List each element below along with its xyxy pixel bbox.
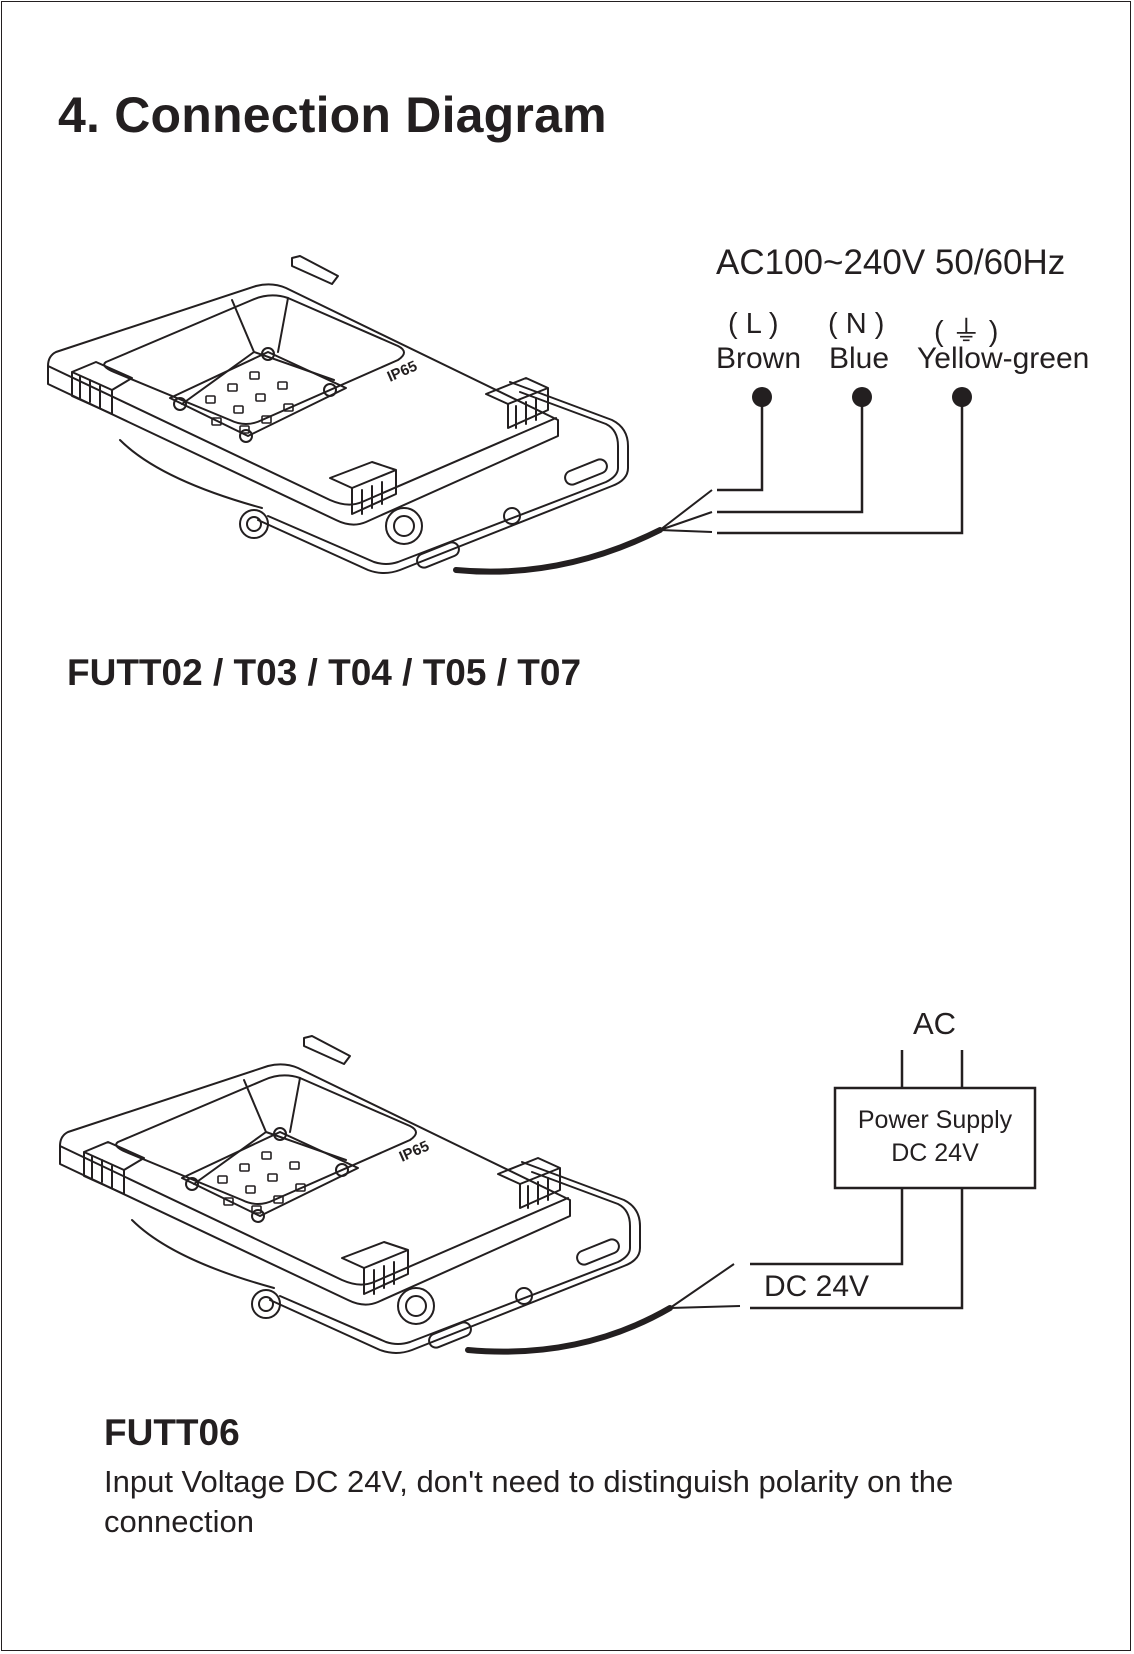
wire-color-blue: Blue: [829, 342, 890, 375]
terminal-n: [852, 387, 872, 407]
terminal-l: [752, 387, 772, 407]
wire-color-yellow-green: Yellow-green: [917, 342, 1090, 375]
terminal-earth: [952, 387, 972, 407]
psu-line-2: DC 24V: [891, 1139, 979, 1167]
page-title: 4. Connection Diagram: [58, 87, 607, 143]
dc-output-label: DC 24V: [764, 1270, 870, 1303]
floodlight-drawing-2: IP65: [59, 1035, 741, 1355]
wire-code-l: ( L ): [728, 308, 779, 340]
wire-code-earth: ( ⏚ ): [934, 316, 999, 348]
model-label-2: FUTT06: [104, 1412, 240, 1453]
supply-spec-label: AC100~240V 50/60Hz: [716, 243, 1066, 282]
dc-wiring: [750, 1050, 1037, 1310]
wire-color-brown: Brown: [716, 342, 802, 375]
ac-label: AC: [913, 1006, 957, 1041]
psu-line-1: Power Supply: [857, 1106, 1013, 1134]
floodlight-drawing-1: IP65: [47, 255, 713, 575]
wire-code-n: ( N ): [828, 308, 885, 340]
ac-wiring-1: [717, 398, 964, 535]
ip-mark-2: IP65: [397, 1138, 432, 1166]
voltage-note: Input Voltage DC 24V, don't need to dist…: [104, 1464, 954, 1539]
model-label-1: FUTT02 / T03 / T04 / T05 / T07: [67, 652, 582, 693]
ip-mark-1: IP65: [385, 358, 420, 386]
